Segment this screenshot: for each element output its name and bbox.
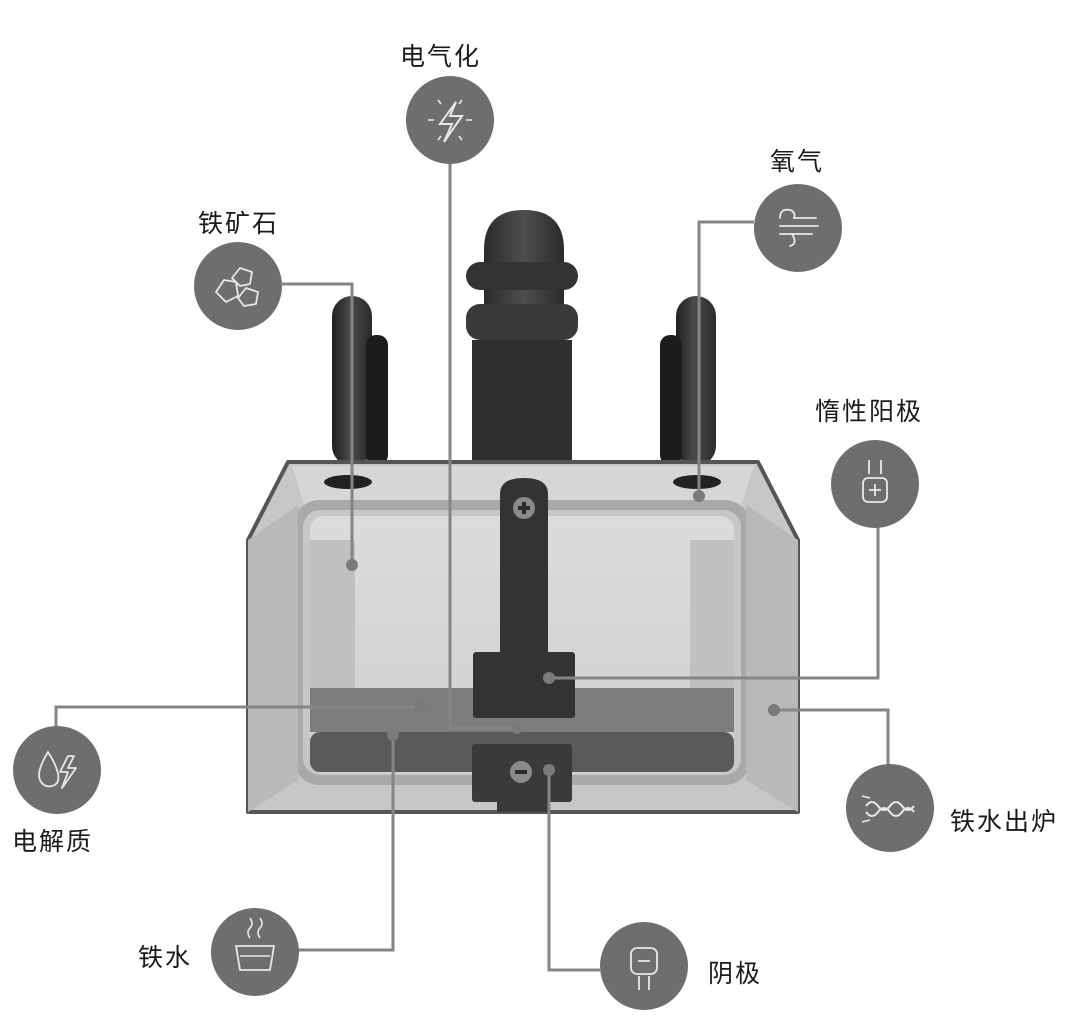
outer-left-face xyxy=(248,505,298,812)
leader-molten-iron xyxy=(298,735,395,952)
anode-assembly xyxy=(473,478,575,718)
cathode-assembly xyxy=(472,744,572,812)
label-cathode: 阴极 xyxy=(708,959,763,988)
cathode-minus-icon xyxy=(600,922,688,1010)
left-inlet-hole xyxy=(324,475,372,489)
lightning-icon xyxy=(406,76,494,164)
label-oxygen: 氧气 xyxy=(770,147,825,176)
drop-bolt-icon xyxy=(13,726,101,814)
leader-lines xyxy=(54,162,890,972)
anode-plus-icon xyxy=(831,440,919,528)
tube-base xyxy=(472,340,572,462)
leader-cathode xyxy=(547,770,600,972)
tank-pipes xyxy=(332,210,716,466)
left-pipe-side xyxy=(366,335,388,465)
label-tapping: 铁水出炉 xyxy=(950,807,1059,836)
label-electrolyte: 电解质 xyxy=(12,827,94,856)
label-inert-anode: 惰性阳极 xyxy=(815,397,924,426)
icon-circles xyxy=(13,76,934,1010)
leader-dots xyxy=(346,490,780,776)
label-iron-ore: 铁矿石 xyxy=(198,209,280,238)
leader-inert-anode xyxy=(549,526,880,680)
ore-rocks-icon xyxy=(194,242,282,330)
tube-collar-top xyxy=(466,262,578,290)
leader-electrolyte xyxy=(54,705,420,730)
leader-iron-ore xyxy=(282,282,354,565)
leader-oxygen xyxy=(697,220,754,496)
steaming-bowl-icon xyxy=(211,908,299,996)
anode-block xyxy=(473,652,575,718)
inner-left-wall xyxy=(310,540,355,690)
iron-flow-icon xyxy=(846,764,934,852)
right-pipe xyxy=(676,296,716,466)
right-outlet-hole xyxy=(673,475,721,489)
right-pipe-side xyxy=(660,335,682,465)
label-electrify: 电气化 xyxy=(400,42,482,71)
leader-electrify xyxy=(448,162,517,730)
anode-rod xyxy=(500,478,548,660)
leader-tapping xyxy=(774,708,890,766)
outer-right-face xyxy=(746,505,798,812)
label-molten-iron: 铁水 xyxy=(138,943,193,972)
wind-icon xyxy=(754,184,842,272)
inner-right-wall xyxy=(690,540,734,690)
tube-collar-bottom xyxy=(466,304,578,340)
